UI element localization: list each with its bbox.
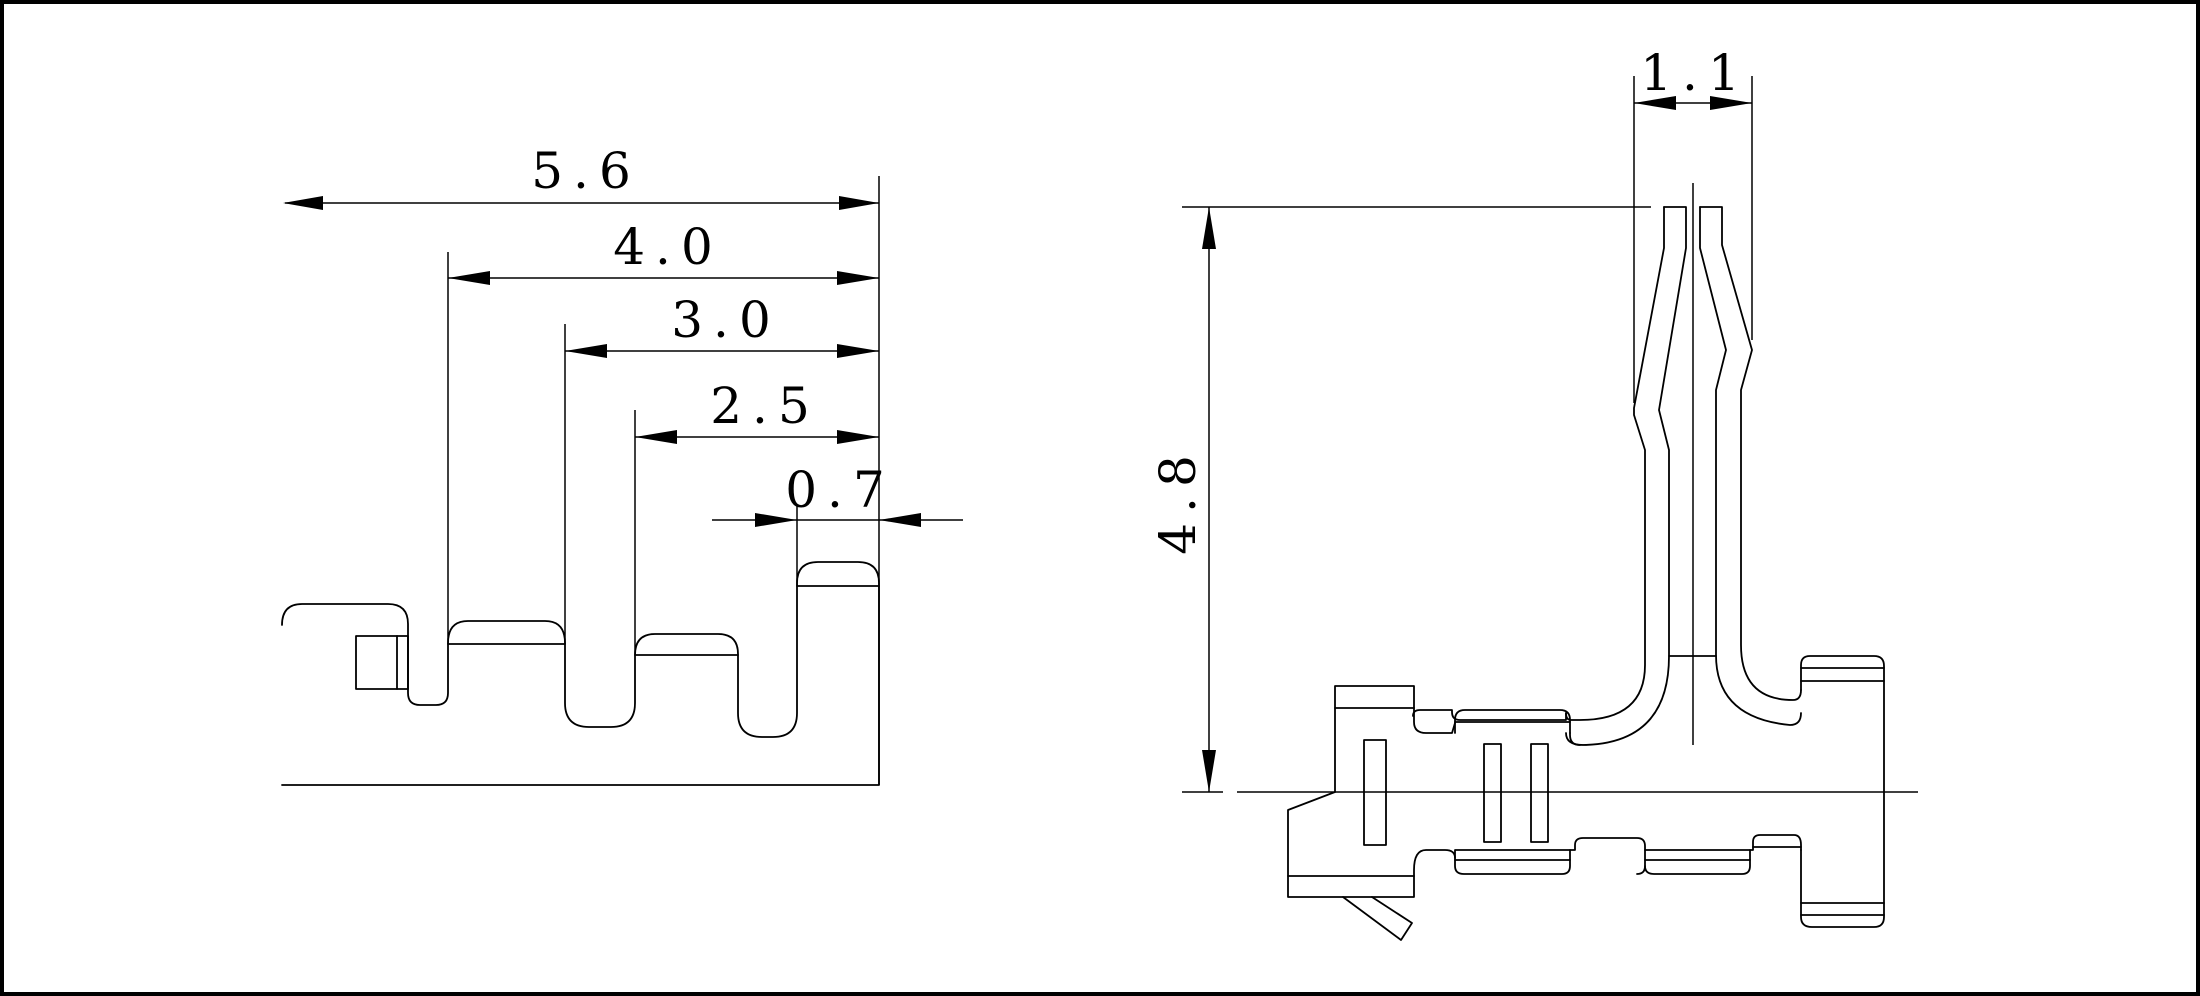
front-view: 1.1 4.8 (1149, 44, 1918, 941)
dimension-label: 5.6 (531, 142, 641, 200)
dimension-4-0: 4.0 (448, 218, 879, 285)
dimension-label: 3.0 (671, 291, 781, 349)
dimension-4-8: 4.8 (1149, 207, 1216, 792)
top-tab (1454, 709, 1571, 734)
dimension-0-7: 0.7 (712, 461, 963, 527)
right-spring-inner (1699, 206, 1802, 726)
housing-tail (1342, 896, 1413, 941)
slot (1530, 743, 1549, 843)
side-view-outline (281, 561, 880, 786)
dimension-label: 1.1 (1640, 44, 1750, 102)
body-upper (1412, 709, 1567, 721)
bottom-tab (1569, 837, 1646, 875)
tab-connector (1569, 732, 1581, 746)
left-spring (1565, 206, 1665, 721)
right-spring (1699, 206, 1802, 701)
dimension-label: 4.0 (613, 218, 723, 276)
bottom-tab (1749, 834, 1802, 851)
bottom-tab (1454, 849, 1571, 875)
lance-rect (355, 635, 409, 690)
dimension-label: 4.8 (1149, 445, 1207, 555)
dimension-label: 2.5 (710, 377, 820, 435)
housing-top (1334, 685, 1456, 793)
dimension-3-0: 3.0 (565, 291, 879, 358)
slot (1363, 739, 1387, 846)
slot (1483, 743, 1502, 843)
housing-lower (1287, 791, 1456, 898)
dimension-1-1: 1.1 (1634, 44, 1752, 110)
dimension-2-5: 2.5 (635, 377, 879, 444)
right-barrel (1800, 655, 1885, 928)
dimension-label: 0.7 (785, 461, 895, 519)
bottom-tab (1644, 849, 1751, 875)
dimension-5-6: 5.6 (283, 142, 879, 210)
left-spring-inner (1565, 206, 1687, 746)
side-view: 5.6 4.0 3.0 2.5 0.7 (281, 142, 963, 786)
